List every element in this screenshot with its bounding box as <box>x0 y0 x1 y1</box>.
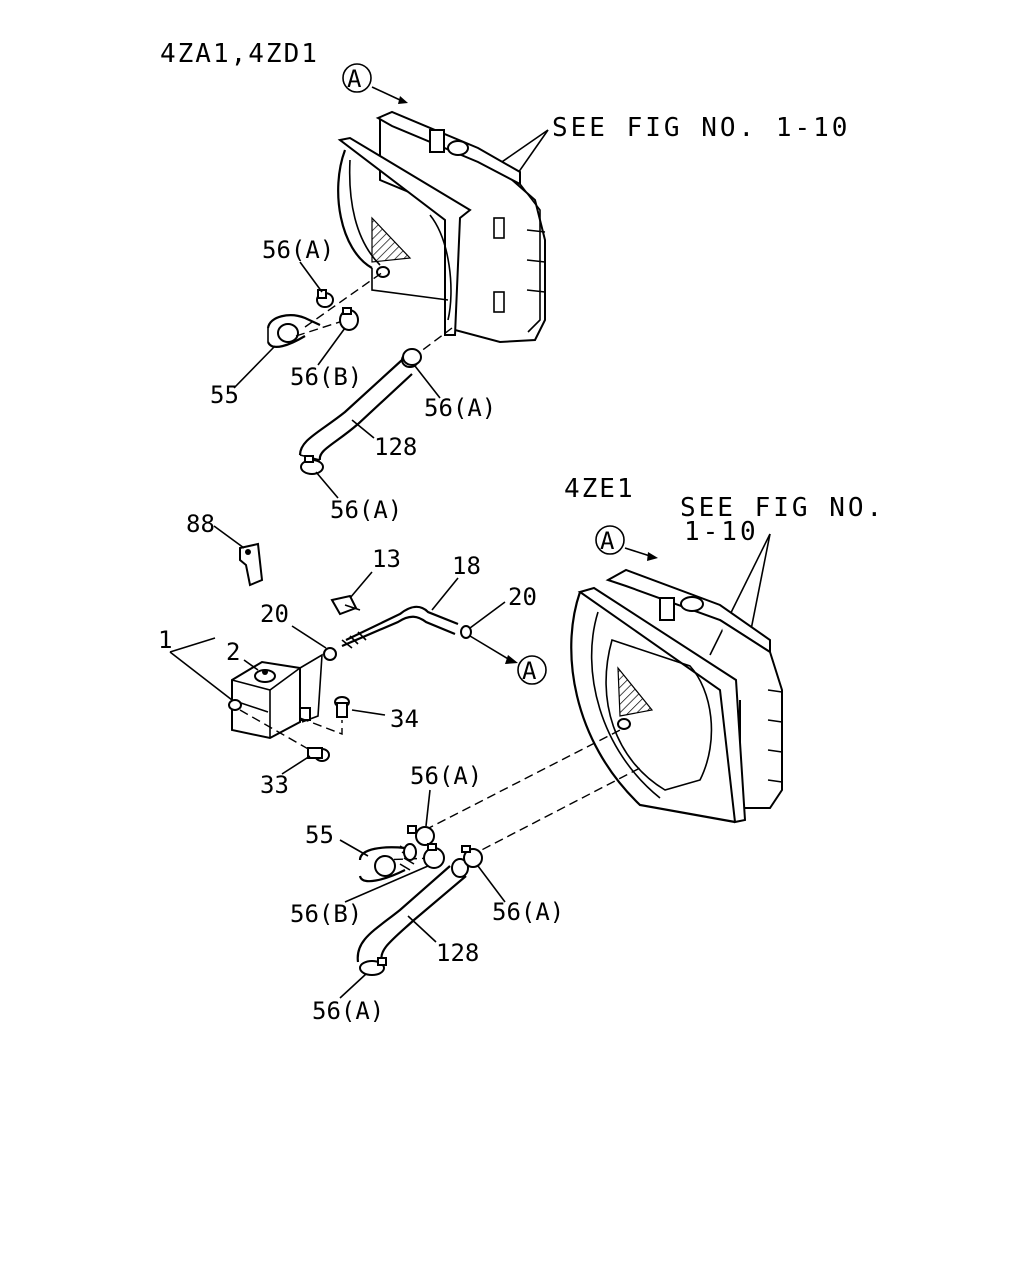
callout-33: 33 <box>260 771 289 799</box>
clamp-56a-bottom-lower <box>359 957 387 976</box>
clamp-56a-top-upper <box>316 289 334 308</box>
callout-56b-bottom: 56(B) <box>290 900 362 928</box>
callout-56a-bottom-right: 56(A) <box>492 898 564 926</box>
reference-marker-a-bottom: A <box>595 525 658 561</box>
clamp-56a-top-lower <box>300 455 324 475</box>
bolt-34 <box>334 696 350 718</box>
marker-a-letter: A <box>347 65 362 93</box>
reference-marker-a-top: A <box>342 63 408 104</box>
callout-56a-top-upper: 56(A) <box>262 236 334 264</box>
callout-56a-bottom-upper: 56(A) <box>410 762 482 790</box>
variant-label-bottom: 4ZE1 <box>564 474 635 504</box>
see-fig-reference-bottom-line1: SEE FIG NO. <box>680 493 885 523</box>
see-fig-reference-top: SEE FIG NO. 1-10 <box>552 113 850 143</box>
clamp-56b-top <box>339 307 359 331</box>
marker-a-letter: A <box>522 657 537 685</box>
cap-2 <box>254 669 276 683</box>
callout-20-right: 20 <box>508 583 537 611</box>
callout-56b-top: 56(B) <box>290 363 362 391</box>
callout-1: 1 <box>158 626 172 654</box>
marker-a-letter: A <box>600 527 615 555</box>
callout-128-bottom: 128 <box>436 939 479 967</box>
variant-label-top: 4ZA1,4ZD1 <box>160 39 319 69</box>
callout-13: 13 <box>372 545 401 573</box>
bracket-88 <box>239 542 264 587</box>
reserve-tank-1 <box>228 653 323 740</box>
see-fig-reference-bottom-line2: 1-10 <box>684 517 759 547</box>
clamp-56a-bottom-right <box>461 845 483 868</box>
clamp-20-right <box>460 625 472 639</box>
callout-55-bottom: 55 <box>305 821 334 849</box>
reference-marker-a-reserve: A <box>517 655 547 685</box>
clamp-20-left <box>323 647 337 661</box>
hose-55-bottom <box>358 843 417 883</box>
callout-55-top: 55 <box>210 381 239 409</box>
radiator-bottom <box>570 568 783 824</box>
radiator-top <box>337 110 546 344</box>
clip-13 <box>330 594 361 616</box>
clamp-56b-bottom <box>423 843 445 869</box>
clamp-56a-top-right <box>402 348 422 366</box>
callout-56a-top-lower: 56(A) <box>330 496 402 524</box>
clamp-56a-bottom-upper <box>407 825 435 846</box>
callout-20-left: 20 <box>260 600 289 628</box>
callout-18: 18 <box>452 552 481 580</box>
bolt-33 <box>307 747 330 762</box>
callout-56a-top-right: 56(A) <box>424 394 496 422</box>
hose-55-top <box>266 314 321 348</box>
callout-56a-bottom-lower: 56(A) <box>312 997 384 1025</box>
callout-2: 2 <box>226 638 240 666</box>
callout-88: 88 <box>186 510 215 538</box>
callout-34: 34 <box>390 705 419 733</box>
hose-18 <box>341 605 459 649</box>
callout-128-top: 128 <box>374 433 417 461</box>
